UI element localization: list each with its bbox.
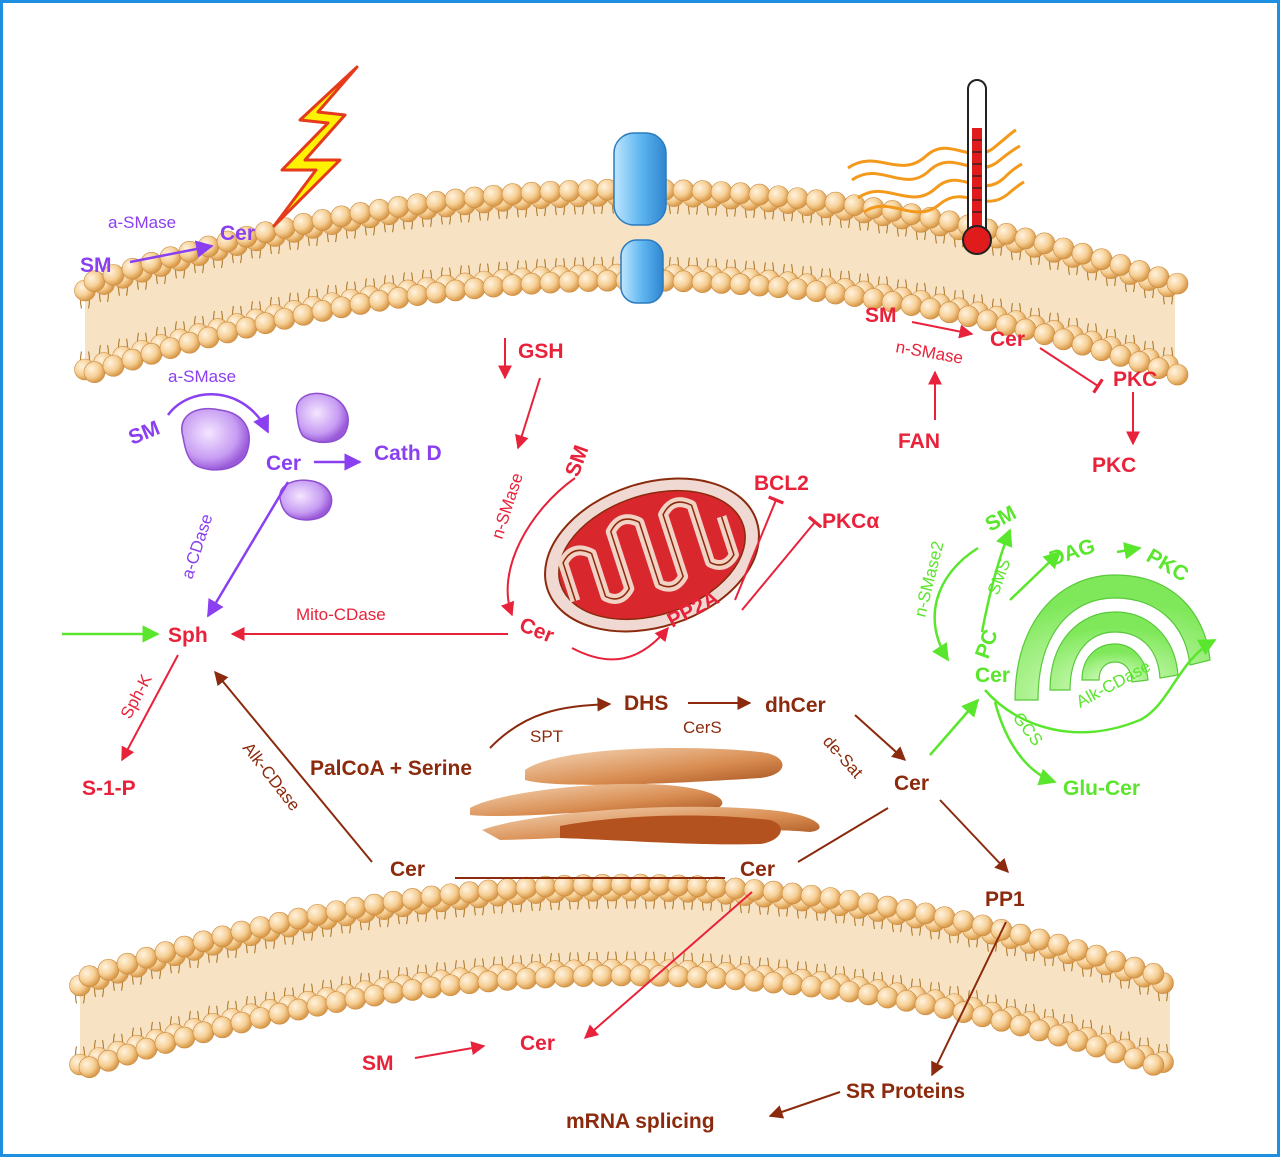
label-gcs: GCS (1009, 709, 1047, 750)
label-acdase: a-CDase (178, 512, 217, 582)
arrow-nsmase2 (932, 546, 979, 662)
label-cer-membrane: Cer (220, 222, 255, 245)
label-palcoa: PalCoA + Serine (310, 757, 472, 780)
thermometer-icon (962, 79, 992, 255)
label-sm-heat: SM (865, 304, 897, 327)
arrow-dhcer-cer (854, 714, 907, 761)
arrow-cer-sph-acdase (206, 481, 290, 618)
label-glucer: Glu-Cer (1063, 777, 1140, 800)
inhibit-pp2a-pkca (741, 515, 823, 611)
inhibit-pp2a-bcl2 (734, 495, 785, 601)
label-sm-mito: SM (561, 442, 593, 479)
label-nsmase-mito: n-SMase (488, 471, 527, 542)
label-cer-mito: Cer (516, 613, 557, 647)
arrow-sph-s1p (121, 654, 179, 762)
label-desat: de-Sat (819, 732, 867, 782)
arrow-cer-glucer (993, 701, 1057, 786)
label-sphk: Sph-K (117, 671, 156, 722)
er-arc-icon (1014, 574, 1211, 701)
label-nsmase-heat: n-SMase (894, 337, 964, 368)
label-asmase-lyso: a-SMase (168, 367, 236, 386)
label-s1p: S-1-P (82, 777, 136, 800)
label-pkca: PKCα (822, 510, 879, 533)
label-cer-golgi: Cer (975, 664, 1010, 687)
arrow-pp1-sr (931, 921, 1007, 1077)
arrow-sm-cer-lysosome (166, 393, 270, 434)
arrow-cer-pp1 (939, 799, 1009, 874)
label-sm-golgi: SM (982, 501, 1021, 536)
ion-channel-icon (613, 132, 667, 304)
nuclear-membrane-bottom (69, 873, 1174, 1079)
mitochondrion-icon (544, 477, 760, 633)
label-alk-cdase-left: Alk-CDase (239, 739, 304, 815)
arrow-cer-pp2a (571, 626, 669, 661)
label-cers: CerS (683, 718, 722, 737)
label-cer-lyso: Cer (266, 452, 301, 475)
label-sr-proteins: SR Proteins (846, 1080, 965, 1103)
sphingolipid-pathway-diagram: a-SMase SM Cer SM Cer n-SMase FAN PKC PK… (62, 65, 1217, 1133)
label-cer-heat: Cer (990, 328, 1025, 351)
label-sm-lyso: SM (125, 417, 163, 450)
golgi-icon (470, 747, 820, 845)
arrow-pc-sm (980, 528, 1013, 633)
label-nsmase2: n-SMase2 (910, 539, 947, 619)
arrow-sm-cer-membrane (129, 240, 214, 264)
label-sms: SMS (984, 556, 1014, 597)
arrow-gsh-nsmase (515, 377, 541, 450)
arrow-sm-cer-mito (501, 477, 576, 617)
line-cer-cer-diag (797, 807, 889, 863)
arrow-cer-sph-alkcdase (214, 670, 373, 863)
label-mrna-splicing: mRNA splicing (566, 1110, 715, 1133)
arrow-cer-er (984, 638, 1217, 734)
label-asmase-membrane: a-SMase (108, 213, 176, 232)
label-cer-nucleus: Cer (520, 1032, 555, 1055)
label-spt: SPT (530, 727, 563, 746)
arrow-palcoa-dhs (489, 697, 612, 749)
label-sm-nucleus: SM (362, 1052, 394, 1075)
lysosome-icon (181, 392, 349, 521)
label-pc: PC (971, 626, 1003, 661)
label-cer-mid: Cer (740, 858, 775, 881)
label-dhcer: dhCer (765, 694, 826, 717)
label-mito-cdase: Mito-CDase (296, 605, 386, 624)
label-pp1: PP1 (985, 888, 1025, 911)
inhibit-cer-pkc (1039, 347, 1104, 394)
label-cer-left: Cer (390, 858, 425, 881)
label-pkc-bottom: PKC (1092, 454, 1136, 477)
label-pkc-top: PKC (1113, 368, 1157, 391)
arrow-cer-to-golgi (929, 698, 980, 756)
arrow-dag-pkc (1116, 542, 1142, 560)
label-sm-membrane: SM (80, 254, 112, 277)
label-gsh: GSH (518, 340, 564, 363)
label-cathd: Cath D (374, 442, 442, 465)
arrow-sm-cer-heat (911, 321, 974, 339)
label-dhs: DHS (624, 692, 668, 715)
arrow-sr-mrna (768, 1091, 841, 1119)
arrow-cer-nucleus (583, 891, 753, 1039)
label-cer-er: Cer (894, 772, 929, 795)
label-dag: DAG (1046, 534, 1097, 570)
lightning-icon (272, 65, 359, 228)
arrow-sm-cer-nucleus (414, 1041, 486, 1059)
label-sph: Sph (168, 624, 208, 647)
label-bcl2: BCL2 (754, 472, 809, 495)
arrow-pc-dag (1009, 550, 1062, 601)
label-fan: FAN (898, 430, 940, 453)
heat-waves-icon (847, 128, 1025, 214)
